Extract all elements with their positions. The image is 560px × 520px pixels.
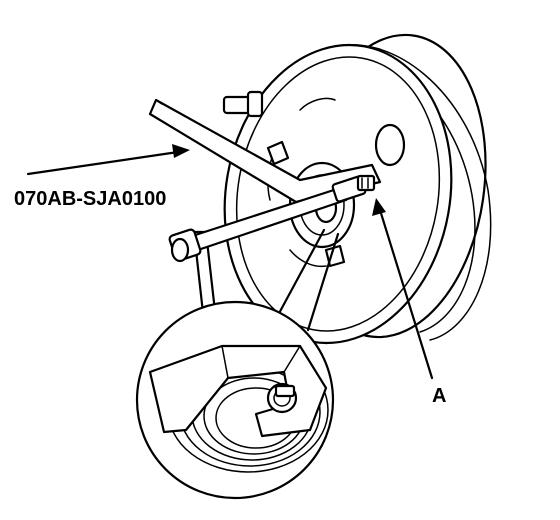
callout-a-label: A — [432, 385, 446, 407]
adjusting-nut — [356, 174, 376, 192]
tool-callout-arrow — [26, 144, 190, 176]
detail-tool-plate — [148, 344, 328, 438]
detail-pushrod-bolt — [266, 382, 298, 414]
mounting-stud — [266, 140, 290, 166]
callout-a-arrow — [372, 198, 434, 380]
detail-view — [135, 228, 340, 500]
mounting-stud — [222, 90, 264, 118]
tool-part-number-label: 070AB-SJA0100 — [14, 188, 166, 210]
